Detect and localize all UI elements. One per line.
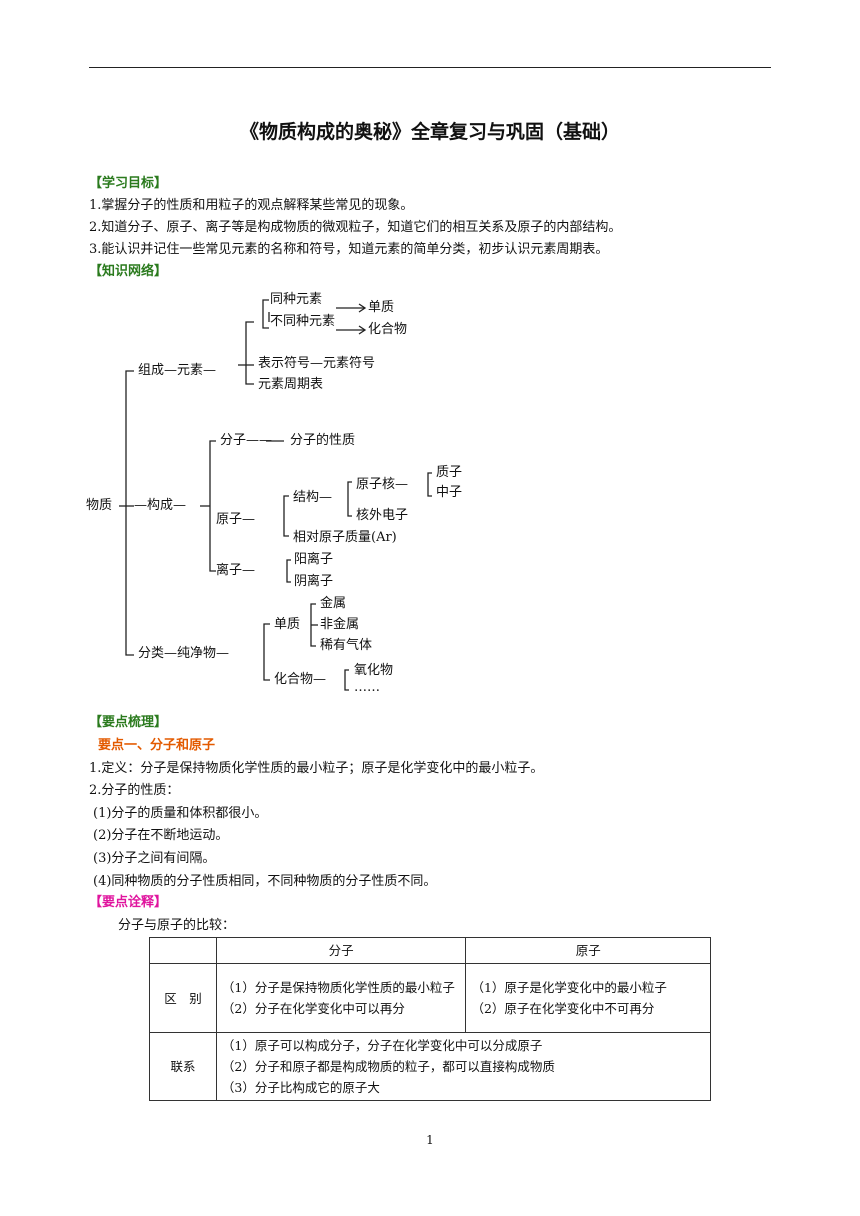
- node-structure: 结构—: [293, 490, 333, 505]
- node-symbol: 表示符号—元素符号: [258, 356, 376, 371]
- cell-line: （3）分子比构成它的原子大: [221, 1080, 380, 1095]
- comparison-intro: 分子与原子的比较：: [118, 918, 236, 933]
- node-simple: 单质: [274, 617, 301, 632]
- node-simple-substance: 单质: [368, 300, 395, 315]
- node-proton: 质子: [436, 465, 463, 480]
- node-molecule-property: 分子的性质: [290, 433, 356, 448]
- diagram-connectors: [119, 299, 432, 691]
- points-heading: 【要点梳理】: [89, 715, 168, 730]
- row-label-difference: 区 别: [149, 963, 217, 1033]
- node-atom: 原子—: [216, 512, 256, 527]
- property-item: (2)分子在不断地运动。: [93, 828, 229, 843]
- cell-line: （1）原子是化学变化中的最小粒子: [471, 980, 667, 995]
- property-item: (3)分子之间有间隔。: [93, 851, 216, 866]
- knowledge-network-diagram: 物质 组成—元素— 同种元素 单质 不同种元素 化合物 表示符号—元素符号 元素…: [86, 284, 486, 700]
- node-root: 物质: [86, 498, 113, 513]
- page-title: 《物质构成的奥秘》全章复习与巩固（基础）: [239, 121, 620, 143]
- node-nucleus: 原子核—: [356, 477, 409, 492]
- table-header-atom: 原子: [465, 937, 711, 964]
- node-cation: 阳离子: [294, 552, 334, 567]
- goal-item: 2.知道分子、原子、离子等是构成物质的微观粒子，知道它们的相互关系及原子的内部结…: [89, 220, 622, 235]
- goal-item: 3.能认识并记住一些常见元素的名称和符号，知道元素的简单分类，初步认识元素周期表…: [89, 242, 609, 257]
- table-row: 区 别 （1）分子是保持物质化学性质的最小粒子 （2）分子在化学变化中可以再分 …: [149, 963, 711, 1033]
- comparison-table: 分子 原子 区 别 （1）分子是保持物质化学性质的最小粒子 （2）分子在化学变化…: [149, 937, 712, 1101]
- row-label-relation: 联系: [149, 1032, 217, 1101]
- node-composition: 组成—元素—: [138, 363, 217, 378]
- table-header-empty: [149, 937, 217, 964]
- definition-text: 1.定义：分子是保持物质化学性质的最小粒子；原子是化学变化中的最小粒子。: [89, 761, 544, 776]
- node-constitute: —构成—: [134, 498, 187, 513]
- node-oxide: 氧化物: [354, 663, 394, 678]
- page-number: 1: [426, 1133, 434, 1147]
- node-neutron: 中子: [436, 485, 463, 500]
- node-relative-mass: 相对原子质量(Ar): [293, 530, 397, 545]
- node-electron: 核外电子: [356, 508, 409, 523]
- properties-title: 2.分子的性质：: [89, 783, 180, 798]
- table-header-molecule: 分子: [215, 937, 467, 964]
- node-anion: 阴离子: [294, 574, 334, 589]
- goals-heading: 【学习目标】: [89, 176, 168, 191]
- network-heading: 【知识网络】: [89, 264, 168, 279]
- node-noble-gas: 稀有气体: [320, 638, 373, 653]
- cell-line: （1）分子是保持物质化学性质的最小粒子: [221, 980, 455, 995]
- node-metal: 金属: [320, 596, 347, 611]
- goal-item: 1.掌握分子的性质和用粒子的观点解释某些常见的现象。: [89, 198, 414, 213]
- point1-title: 要点一、分子和原子: [98, 738, 216, 753]
- node-periodic-table: 元素周期表: [258, 377, 324, 392]
- table-row: 联系 （1）原子可以构成分子，分子在化学变化中可以分成原子 （2）分子和原子都是…: [149, 1032, 712, 1101]
- header-rule: [89, 67, 771, 68]
- node-compound: 化合物: [368, 322, 408, 337]
- node-same-element: 同种元素: [270, 292, 323, 307]
- explain-heading: 【要点诠释】: [89, 895, 168, 910]
- cell-line: （2）分子在化学变化中可以再分: [221, 1001, 405, 1016]
- cell-line: （2）原子在化学变化中不可再分: [471, 1001, 655, 1016]
- node-compound2: 化合物—: [274, 672, 327, 687]
- cell-line: （1）原子可以构成分子，分子在化学变化中可以分成原子: [221, 1038, 543, 1053]
- table-header-row: 分子 原子: [149, 937, 711, 964]
- node-diff-element: 不同种元素: [270, 314, 336, 329]
- node-classify: 分类—纯净物—: [138, 646, 230, 661]
- node-molecule: 分子——: [220, 433, 273, 448]
- cell-line: （2）分子和原子都是构成物质的粒子，都可以直接构成物质: [221, 1059, 555, 1074]
- table-cell: （1）原子是化学变化中的最小粒子 （2）原子在化学变化中不可再分: [465, 963, 711, 1033]
- property-item: (1)分子的质量和体积都很小。: [93, 806, 268, 821]
- node-nonmetal: 非金属: [320, 617, 360, 632]
- table-cell: （1）分子是保持物质化学性质的最小粒子 （2）分子在化学变化中可以再分: [215, 963, 467, 1033]
- property-item: (4)同种物质的分子性质相同，不同种物质的分子性质不同。: [93, 874, 437, 889]
- table-cell: （1）原子可以构成分子，分子在化学变化中可以分成原子 （2）分子和原子都是构成物…: [215, 1032, 712, 1101]
- node-ellipsis: ……: [354, 680, 380, 695]
- node-ion: 离子—: [216, 563, 256, 578]
